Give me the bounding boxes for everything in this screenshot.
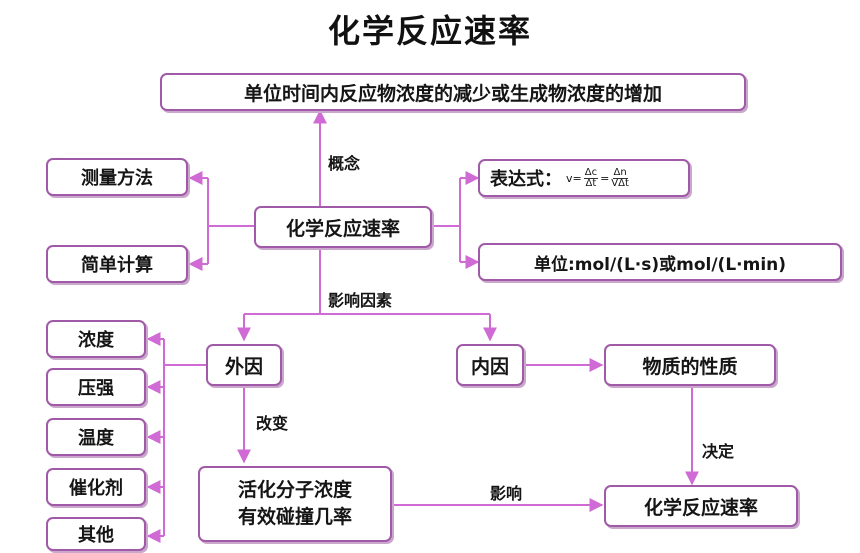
- formula-fraction-1: Δc Δt: [583, 166, 599, 189]
- decide-label: 决定: [702, 442, 735, 461]
- formula-den-2: VΔt: [611, 177, 629, 189]
- formula-equals: =: [572, 171, 582, 185]
- change-label: 改变: [256, 414, 289, 433]
- internal-factor-text: 内因: [470, 355, 509, 378]
- factor-concentration-box: 浓度: [46, 320, 146, 358]
- definition-box: 单位时间内反应物浓度的减少或生成物浓度的增加: [160, 73, 746, 111]
- active-molecule-line1: 活化分子浓度: [237, 479, 352, 501]
- expression-box: 表达式： v = Δc Δt = Δn VΔt: [478, 159, 690, 197]
- formula-num-1: Δc: [583, 166, 599, 179]
- unit-text: 单位:mol/(L·s)或mol/(L·min): [533, 254, 787, 275]
- definition-text: 单位时间内反应物浓度的减少或生成物浓度的增加: [243, 82, 662, 105]
- factor-catalyst-text: 催化剂: [69, 478, 123, 499]
- factor-pressure-box: 压强: [46, 368, 146, 406]
- factor-catalyst-box: 催化剂: [46, 468, 146, 506]
- result-rate-box: 化学反应速率: [604, 485, 798, 527]
- factor-temperature-box: 温度: [46, 418, 146, 456]
- internal-factor-box: 内因: [456, 344, 524, 386]
- substance-nature-text: 物质的性质: [642, 355, 738, 378]
- factor-others-box: 其他: [46, 517, 146, 551]
- substance-nature-box: 物质的性质: [604, 344, 776, 386]
- factor-others-text: 其他: [78, 525, 114, 546]
- formula-den-1: Δt: [585, 177, 597, 189]
- result-rate-text: 化学反应速率: [643, 496, 758, 519]
- factors-label: 影响因素: [328, 291, 393, 310]
- external-factor-text: 外因: [224, 355, 263, 378]
- factor-concentration-text: 浓度: [78, 330, 114, 351]
- measure-method-text: 测量方法: [81, 168, 153, 189]
- formula-fraction-2: Δn VΔt: [611, 166, 629, 189]
- expression-label: 表达式：: [490, 169, 562, 190]
- concept-label: 概念: [328, 154, 361, 173]
- measure-method-box: 测量方法: [46, 158, 188, 196]
- simple-calc-box: 简单计算: [46, 245, 188, 283]
- formula-num-2: Δn: [612, 166, 628, 179]
- formula-equals-2: =: [600, 171, 610, 185]
- simple-calc-text: 简单计算: [81, 255, 153, 276]
- formula-v: v: [566, 171, 573, 185]
- factor-temperature-text: 温度: [78, 428, 114, 449]
- active-molecule-box: 活化分子浓度 有效碰撞几率: [198, 466, 392, 542]
- center-node-text: 化学反应速率: [285, 217, 400, 240]
- influence-label: 影响: [490, 484, 523, 503]
- active-molecule-line2: 有效碰撞几率: [237, 506, 352, 528]
- center-node: 化学反应速率: [254, 206, 432, 248]
- diagram-title: 化学反应速率: [327, 12, 532, 50]
- rate-formula: v = Δc Δt = Δn VΔt: [566, 166, 631, 189]
- factor-pressure-text: 压强: [78, 378, 114, 399]
- external-factor-box: 外因: [206, 344, 282, 386]
- unit-box: 单位:mol/(L·s)或mol/(L·min): [478, 243, 842, 281]
